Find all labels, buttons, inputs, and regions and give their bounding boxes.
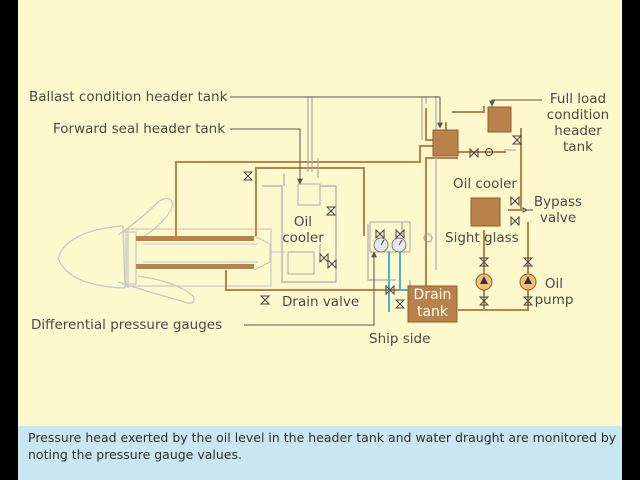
drain-tank — [407, 285, 458, 323]
forward-seal-header-tank — [297, 183, 321, 206]
label-forward-seal-header-tank: Forward seal header tank — [53, 121, 226, 137]
label-ship-side: Ship side — [369, 331, 431, 347]
inner-oil-cooler — [287, 251, 315, 275]
label-drain-tank: Drain tank — [413, 287, 452, 320]
label-ballast-header-tank: Ballast condition header tank — [29, 89, 228, 105]
leader-lines — [230, 96, 542, 326]
right-letterbox — [622, 0, 640, 480]
caption-panel: Pressure head exerted by the oil level i… — [18, 426, 622, 480]
label-differential-pressure-gauges: Differential pressure gauges — [31, 317, 223, 333]
label-oil-cooler-right: Oil cooler — [453, 176, 517, 192]
full-load-header-tank — [487, 106, 512, 133]
label-full-load-header-tank: Full load condition header tank — [546, 91, 610, 155]
label-oil-cooler-inner: Oil cooler — [282, 214, 324, 246]
stern-tube — [125, 228, 286, 287]
right-oil-cooler — [470, 197, 501, 227]
diagram-stage: Ballast condition header tank Forward se… — [18, 0, 622, 480]
sight-glass-icon — [423, 233, 433, 243]
grey-pipework — [262, 96, 516, 318]
label-drain-valve: Drain valve — [282, 294, 360, 310]
label-bypass-valve: Bypass valve — [533, 194, 583, 226]
caption-text: Pressure head exerted by the oil level i… — [28, 430, 617, 462]
ballast-header-tank — [432, 129, 459, 157]
stern-tube-lubrication-diagram — [57, 96, 542, 326]
label-oil-pump: Oil pump — [534, 276, 574, 308]
left-letterbox — [0, 0, 18, 480]
label-sight-glass: Sight glass — [445, 230, 519, 246]
differential-pressure-gauge-panel — [369, 221, 411, 253]
valves — [242, 135, 534, 309]
propeller — [57, 197, 195, 304]
